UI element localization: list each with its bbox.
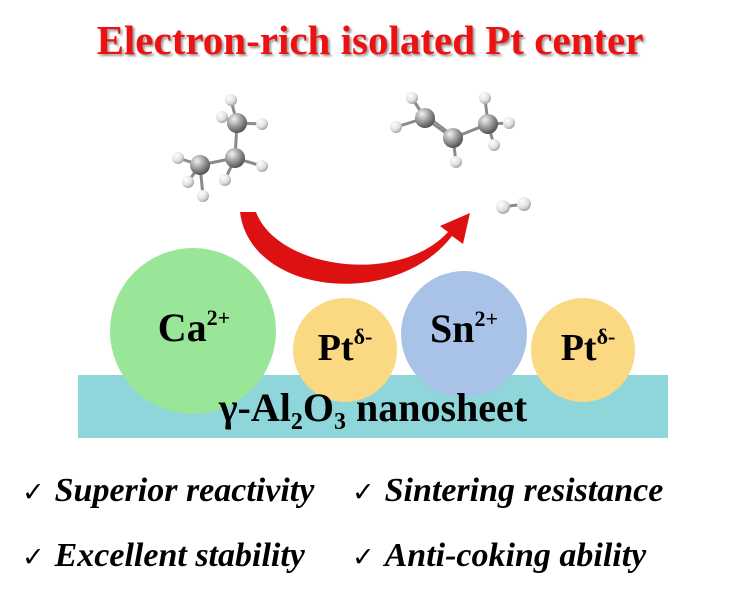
support-label: γ-Al2O3 nanosheet <box>218 385 528 435</box>
sn-label: Sn2+ <box>429 306 499 351</box>
feature-item: ✓Superior reactivity <box>22 472 315 509</box>
feature-item: ✓Excellent stability <box>22 537 305 574</box>
propane-molecule <box>172 94 268 202</box>
pt-label-right: Ptδ- <box>560 324 616 370</box>
title: Electron-rich isolated Pt center <box>96 17 644 63</box>
sn-circle <box>401 271 527 397</box>
check-icon: ✓ <box>22 542 45 573</box>
feature-item: ✓Anti-coking ability <box>352 537 647 574</box>
feature-item: ✓Sintering resistance <box>352 472 664 509</box>
check-icon: ✓ <box>352 542 375 573</box>
ca-circle <box>110 248 276 414</box>
propylene-molecule <box>390 92 515 168</box>
pt-circle-left <box>293 298 397 402</box>
check-icon: ✓ <box>22 477 45 508</box>
pt-label-left: Ptδ- <box>317 324 373 370</box>
check-icon: ✓ <box>352 477 375 508</box>
hydrogen-molecule <box>496 197 531 214</box>
pt-circle-right <box>531 298 635 402</box>
ca-label: Ca2+ <box>157 305 231 350</box>
reaction-arrow <box>240 212 470 284</box>
